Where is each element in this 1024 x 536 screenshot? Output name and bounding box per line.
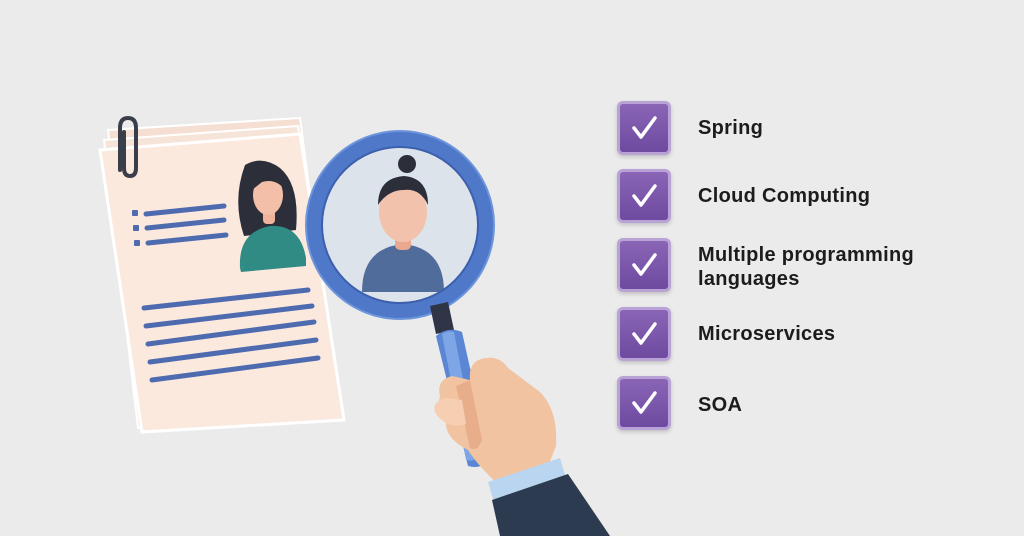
resume-document <box>98 115 346 434</box>
paperclip-icon <box>118 115 138 179</box>
resume-bullet-list <box>132 210 140 246</box>
person-avatar-icon <box>362 155 444 292</box>
resume-text-lines <box>141 203 321 383</box>
candidate-avatar-icon <box>238 160 306 272</box>
hand-holding-magnifier <box>434 357 610 536</box>
magnifying-glass-icon <box>305 130 495 467</box>
